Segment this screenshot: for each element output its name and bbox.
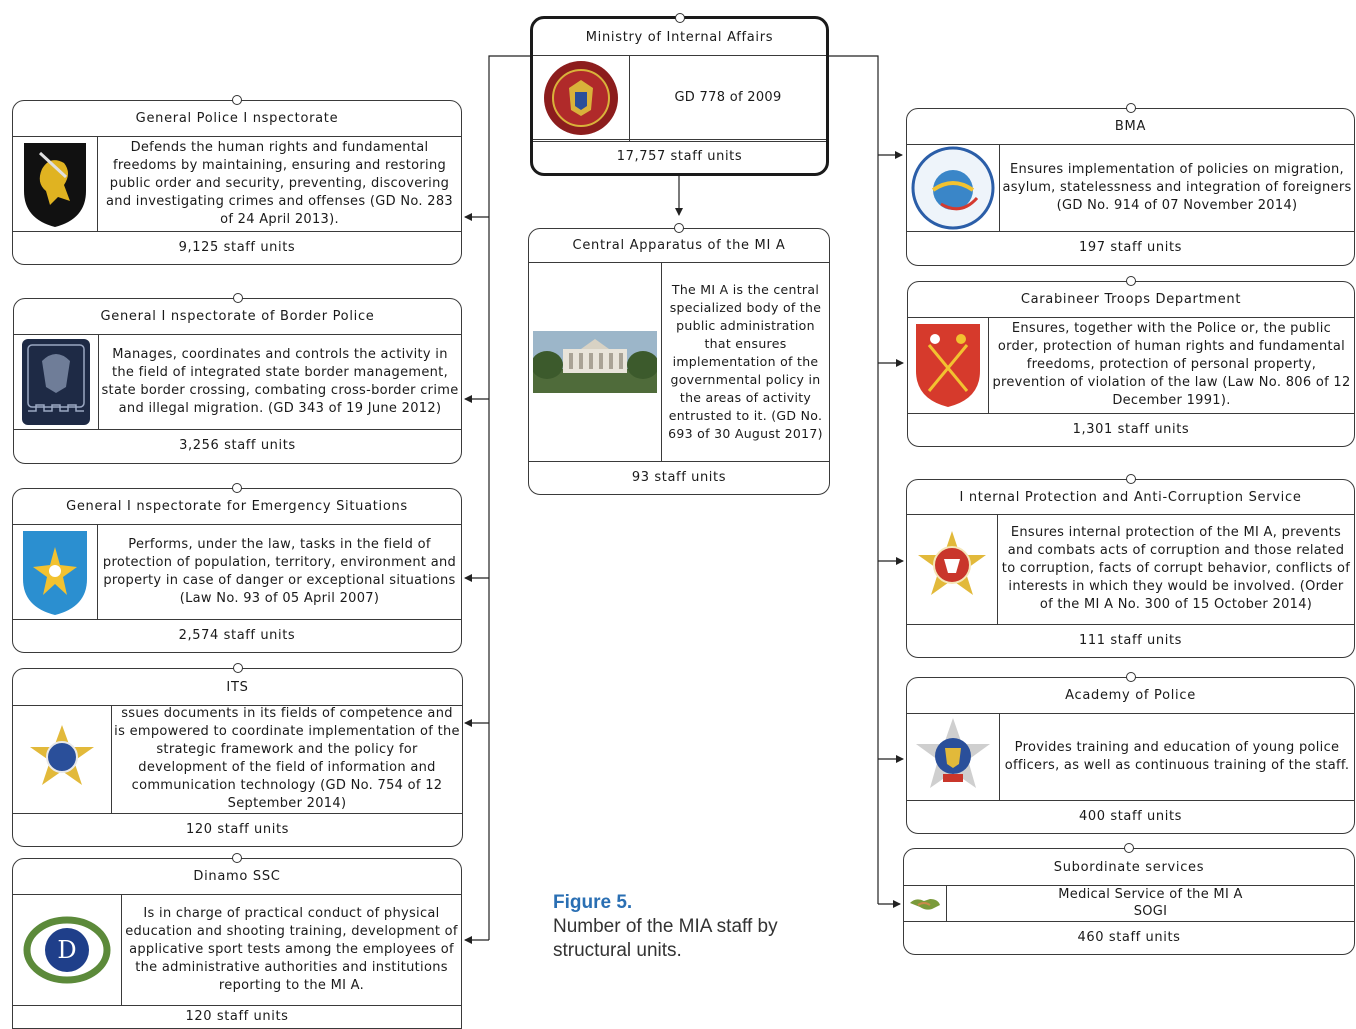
central-staff: 93 staff units [631, 469, 727, 485]
figure-label: Figure 5. [553, 892, 633, 913]
unit-description: Defends the human rights and fundamental… [106, 139, 453, 227]
ministry-staff: 17,757 staff units [533, 139, 826, 173]
unit-description: Ensures implementation of policies on mi… [1002, 161, 1352, 213]
unit-title: General I nspectorate of Border Police [14, 299, 461, 335]
anticorruption-star-badge-icon [907, 514, 998, 624]
police-academy-badge-icon [907, 713, 1000, 800]
unit-description: Is in charge of practical conduct of phy… [125, 905, 458, 993]
unit-box-bma: BMA Ensures implementation of policies o… [906, 103, 1355, 266]
subordinate-service-medical: Medical Service of the MI A [1058, 887, 1243, 902]
connector-pin [1125, 474, 1136, 484]
unit-description: Provides training and education of young… [1004, 739, 1350, 773]
connector-pin [232, 95, 242, 105]
unit-description: Manages, coordinates and controls the ac… [101, 346, 459, 416]
unit-staff: 120 staff units [185, 1008, 289, 1024]
left-trunk-line [488, 55, 532, 940]
connector-pin [1124, 843, 1134, 853]
unit-staff: 3,256 staff units [179, 438, 296, 453]
bma-globe-emblem-icon [907, 144, 1000, 231]
connector-pin [674, 223, 684, 233]
connector-pin [232, 853, 242, 863]
connector-pin [1126, 276, 1136, 286]
police-lion-shield-icon [13, 136, 98, 231]
subordinate-service-sogi: SOGI [1133, 904, 1168, 919]
unit-box-dinamo: Dinamo SSC D Is in charge of practical c… [12, 853, 462, 1029]
dinamo-wreath-emblem-icon: D [13, 894, 122, 1005]
emergency-star-shield-icon [13, 524, 98, 619]
unit-staff: 111 staff units [1078, 632, 1183, 648]
unit-box-emergency: General I nspectorate for Emergency Situ… [12, 483, 462, 653]
unit-title: Dinamo SSC [13, 859, 461, 895]
unit-staff: 1,301 staff units [1072, 421, 1190, 437]
right-trunk-line [829, 55, 879, 904]
svg-text:D: D [57, 936, 76, 964]
unit-title: BMA [907, 109, 1354, 145]
ministry-description: GD 778 of 2009 [674, 90, 782, 105]
unit-description: Ensures, together with the Police or, th… [992, 321, 1351, 408]
ministry-title: Ministry of Internal Affairs [533, 19, 826, 56]
carabineer-red-shield-icon [908, 317, 989, 413]
border-police-shield-icon [14, 334, 99, 429]
unit-description: Ensures internal protection of the MI A,… [1001, 525, 1351, 612]
unit-box-subordinate-services: Subordinate services Medical Service of … [903, 843, 1355, 955]
unit-staff: 120 staff units [185, 821, 290, 837]
ministry-box: Ministry of Internal Affairs GD 778 of 2… [530, 13, 829, 176]
central-description: The MI A is the central specialized body… [668, 281, 823, 441]
connector-pin [232, 483, 242, 493]
unit-box-anticorruption: I nternal Protection and Anti-Corruption… [906, 474, 1355, 658]
connector-pin [1125, 103, 1136, 113]
unit-title: General I nspectorate for Emergency Situ… [13, 489, 461, 525]
central-apparatus-box: Central Apparatus of the MI A The MI A i… [528, 223, 830, 495]
unit-box-its: ITS ssues documents in its fields of com… [12, 663, 463, 847]
unit-staff: 9,125 staff units [178, 239, 296, 255]
figure-caption: Figure 5. Number of the MIA staff by str… [553, 891, 783, 963]
unit-description: ssues documents in its fields of compete… [114, 706, 460, 811]
unit-staff: 400 staff units [1078, 808, 1183, 824]
unit-description: Performs, under the law, tasks in the fi… [102, 536, 457, 606]
unit-box-carabineer: Carabineer Troops Department Ensures, to… [907, 276, 1355, 447]
unit-box-police: General Police I nspectorate Defends the… [12, 95, 462, 265]
unit-title: ITS [13, 669, 462, 706]
unit-title: I nternal Protection and Anti-Corruption… [907, 480, 1354, 515]
unit-title: Academy of Police [907, 678, 1354, 714]
unit-title: General Police I nspectorate [13, 101, 461, 137]
unit-box-academy: Academy of Police Provides training and … [906, 672, 1355, 834]
connector-pin [674, 13, 685, 23]
mia-coat-of-arms-icon [533, 55, 630, 141]
government-building-photo [529, 262, 662, 461]
connector-pin [232, 293, 243, 303]
connector-pin [232, 663, 243, 673]
unit-title: Subordinate services [904, 849, 1354, 886]
unit-staff: 2,574 staff units [178, 627, 296, 643]
figure-caption-text: Number of the MIA staff by structural un… [553, 916, 778, 961]
connector-pin [1125, 672, 1136, 682]
handshake-icon [904, 885, 947, 921]
its-star-badge-icon [13, 705, 112, 813]
central-title: Central Apparatus of the MI A [529, 229, 829, 263]
unit-staff: 460 staff units [1077, 929, 1181, 945]
unit-staff: 197 staff units [1078, 239, 1183, 255]
unit-title: Carabineer Troops Department [908, 282, 1354, 318]
unit-box-border-police: General I nspectorate of Border Police M… [13, 293, 462, 464]
